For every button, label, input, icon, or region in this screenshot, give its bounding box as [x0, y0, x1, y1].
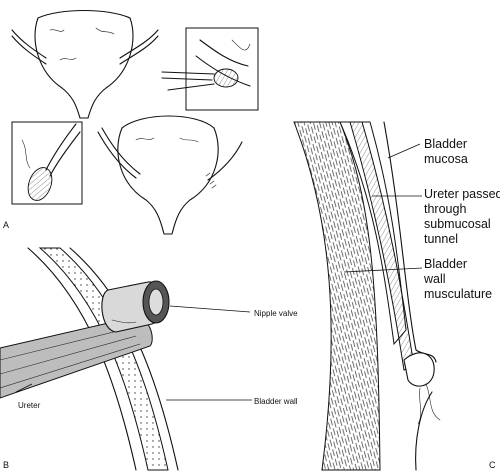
panel-letter-c: C — [489, 460, 496, 470]
label-ureter: Ureter — [18, 401, 41, 410]
panel-a: A — [3, 9, 259, 235]
panel-letter-b: B — [3, 460, 9, 470]
inset-box-2 — [11, 121, 83, 205]
panel-b: Nipple valve Ureter Bladder wall B — [0, 247, 298, 471]
inset-box-1 — [161, 27, 259, 111]
bladder-muscle-layer — [293, 121, 381, 471]
ureteral-orifice — [403, 352, 435, 387]
label-bladder-mucosa: Bladder mucosa — [424, 137, 471, 166]
panel-letter-a: A — [3, 220, 9, 230]
bladder-drawing-2 — [97, 115, 243, 235]
bladder-drawing-1 — [11, 9, 159, 119]
label-nipple-valve: Nipple valve — [254, 309, 298, 318]
label-ureter-tunnel: Ureter passed through submucosal tunnel — [424, 187, 500, 246]
label-wall-musculature: Bladder wall musculature — [423, 257, 492, 301]
panel-c: Bladder mucosa Ureter passed through sub… — [293, 121, 500, 471]
label-bladder-wall: Bladder wall — [254, 397, 298, 406]
